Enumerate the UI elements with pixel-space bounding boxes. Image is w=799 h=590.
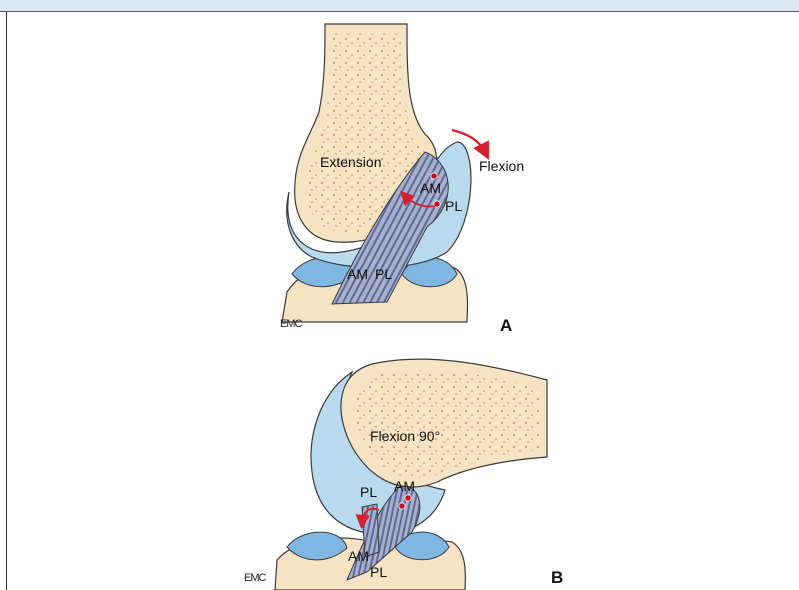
am-point-a [431,173,437,179]
am-point-b [405,495,411,501]
flexion-label: Flexion [479,158,524,174]
am-tibia-label-b: AM [348,548,369,564]
emc-logo-b: EMC [244,572,265,584]
top-window-bar [0,0,799,12]
pl-femur-label-b: PL [360,484,377,500]
am-femur-label-a: AM [420,180,441,196]
pl-femur-label-a: PL [445,198,462,214]
figure-frame: Extension Flexion AM PL AM PL A EMC Flex… [6,12,799,590]
am-tibia-label-a: AM [347,266,368,282]
knee-illustration [7,12,799,590]
panel-b-letter: B [551,568,563,588]
panel-a-letter: A [500,316,512,336]
pl-tibia-label-b: PL [370,564,387,580]
emc-logo-a: EMC [280,318,301,330]
extension-label: Extension [320,154,381,170]
am-femur-label-b: AM [394,478,415,494]
pl-point-b [399,503,405,509]
panel-b-drawing [275,359,547,590]
pl-tibia-label-a: PL [375,266,392,282]
flexion-90-label: Flexion 90° [370,428,440,444]
